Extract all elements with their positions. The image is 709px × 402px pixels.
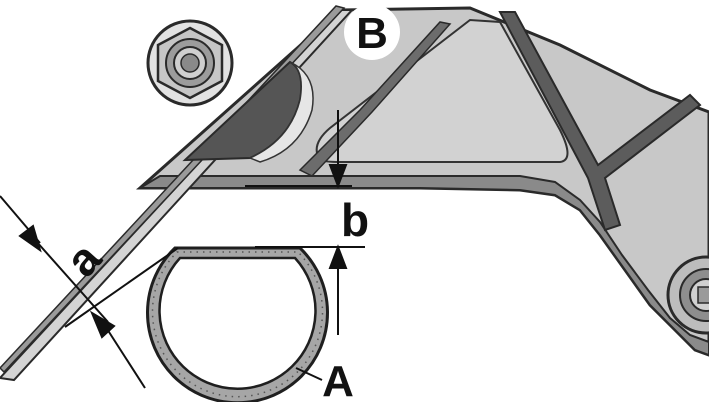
control-arm bbox=[0, 5, 709, 382]
control-arm-lower-flange bbox=[136, 175, 709, 357]
label-part-b: B bbox=[356, 9, 388, 58]
tube-inner bbox=[158, 256, 317, 390]
control-arm-rib bbox=[498, 11, 702, 232]
control-arm-pocket bbox=[315, 18, 569, 163]
dimension-b bbox=[245, 110, 365, 335]
label-b-badge bbox=[344, 4, 400, 60]
tube-part-a bbox=[146, 246, 329, 402]
hex-bolt-icon bbox=[146, 19, 234, 107]
label-part-a: A bbox=[322, 357, 354, 402]
leader-line-a bbox=[295, 367, 323, 381]
label-dimension-b: b bbox=[341, 194, 369, 246]
dimension-a bbox=[0, 195, 179, 389]
control-arm-recess-highlight bbox=[248, 61, 314, 163]
pivot-bushing-icon bbox=[666, 255, 709, 335]
